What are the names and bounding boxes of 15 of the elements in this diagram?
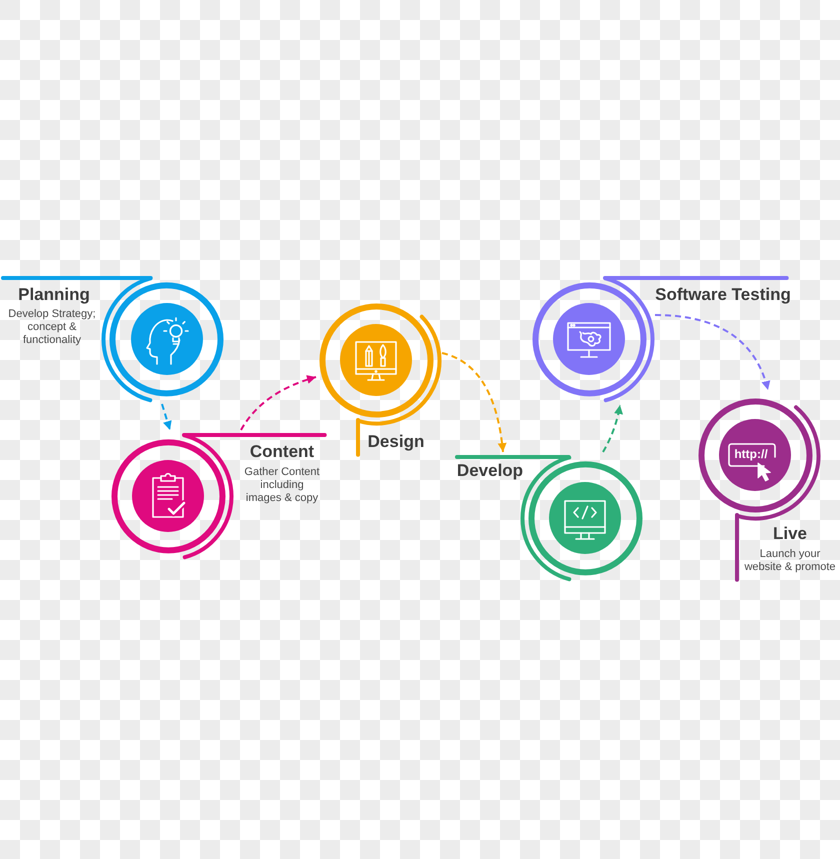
url-text: http:// <box>734 447 768 461</box>
step-title: Develop <box>456 461 524 481</box>
step-title: Planning <box>18 285 90 305</box>
dashed-arrow <box>161 404 172 430</box>
dashed-arrow <box>654 314 770 390</box>
step-description: Gather Content including images & copy <box>243 466 321 505</box>
step-title: Design <box>368 432 424 452</box>
step-description: Develop Strategy; concept & functionality <box>7 308 97 347</box>
step-title: Live <box>772 524 808 544</box>
step-title: Software Testing <box>655 285 791 305</box>
dashed-arrow <box>602 404 623 452</box>
step-title: Content <box>250 442 314 462</box>
dashed-arrow <box>240 375 316 431</box>
dashed-arrow <box>442 352 506 452</box>
step-description: Launch your website & promote <box>743 548 837 574</box>
